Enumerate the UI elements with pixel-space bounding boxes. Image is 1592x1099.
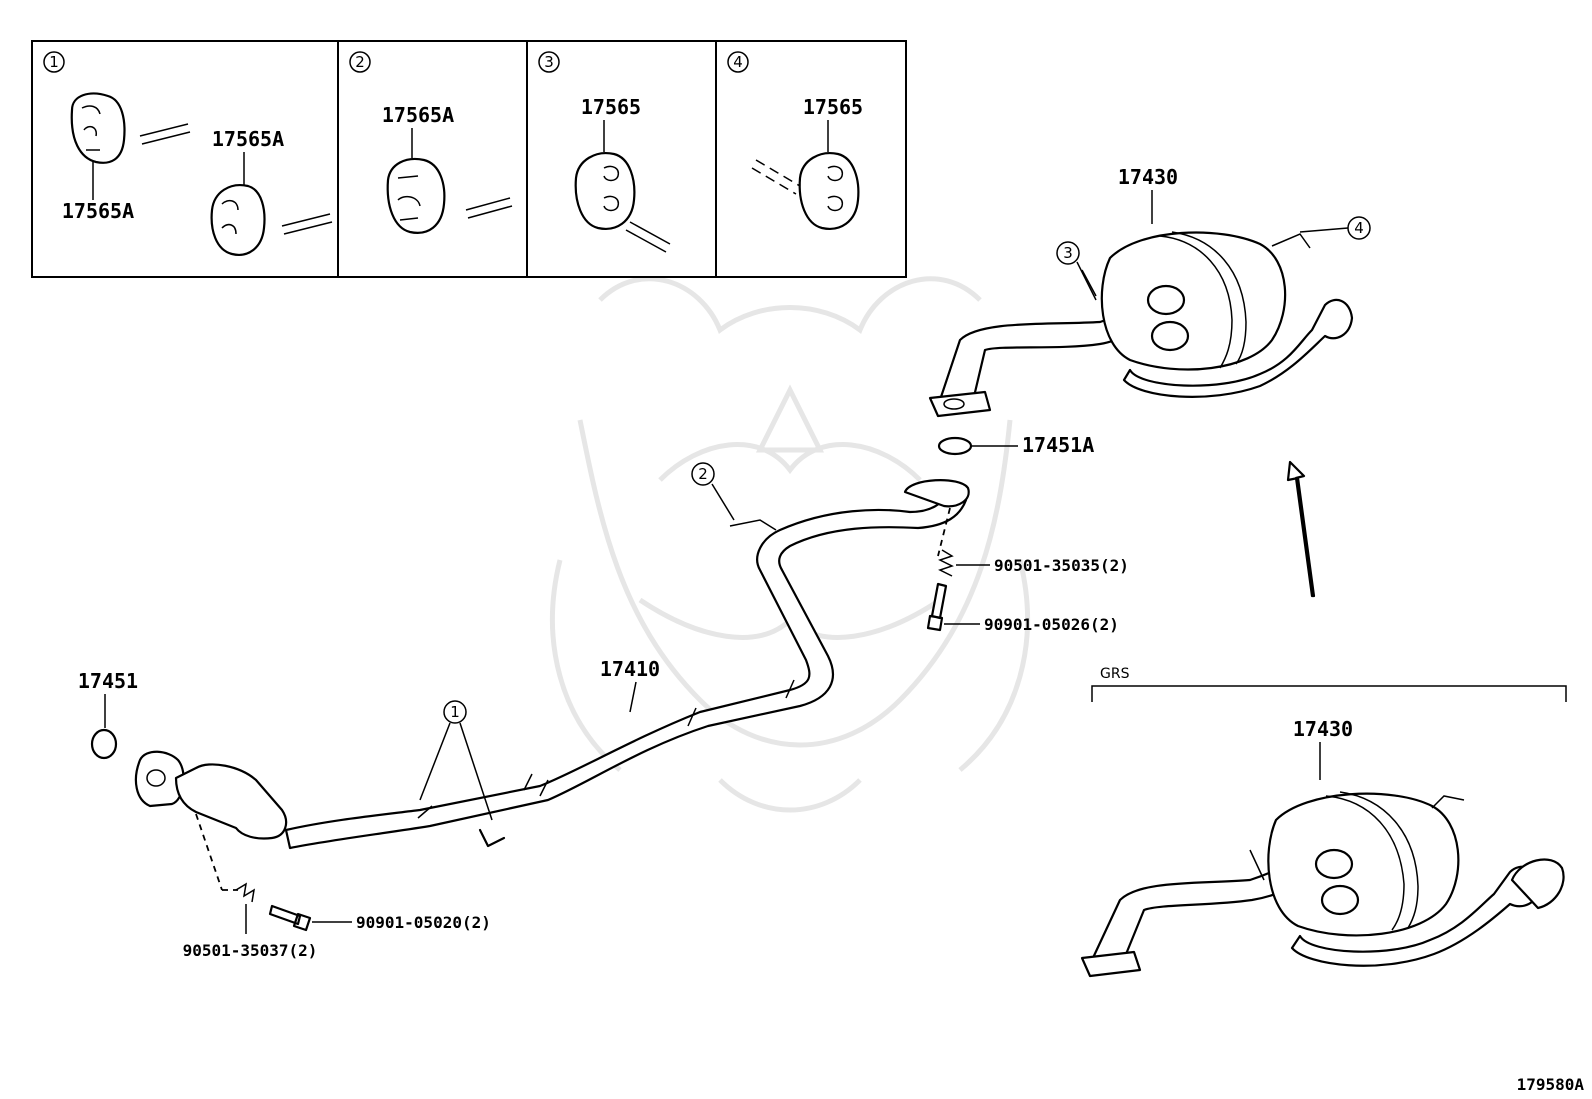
callout-1-pipe: 1 bbox=[450, 703, 460, 721]
part-label-17565A-b: 17565A bbox=[212, 127, 284, 151]
spring-90501-35037 bbox=[235, 882, 256, 903]
callout-17430-main: 17430 bbox=[1118, 165, 1178, 189]
panel-3: 3 17565 bbox=[538, 51, 671, 253]
insulator-drawing bbox=[386, 157, 513, 234]
gasket-17451A bbox=[937, 436, 973, 456]
panel-1: 1 17565A 17565A bbox=[43, 51, 333, 256]
insulator-drawing bbox=[574, 152, 671, 253]
spring-90501-35035 bbox=[938, 549, 954, 577]
muffler-assembly-grs bbox=[1080, 791, 1565, 978]
insulator-drawing bbox=[210, 184, 333, 256]
panel-4-number: 4 bbox=[733, 53, 743, 71]
callout-90901-05020: 90901-05020(2) bbox=[356, 913, 491, 932]
panel-1-number: 1 bbox=[49, 53, 59, 71]
part-label-17565-b: 17565 bbox=[803, 95, 863, 119]
part-label-17565A-a: 17565A bbox=[62, 199, 134, 223]
bolt-90901-05026 bbox=[926, 582, 948, 632]
callout-17430-grs: 17430 bbox=[1293, 717, 1353, 741]
callout-4-main: 4 bbox=[1354, 219, 1364, 237]
panel-4: 4 17565 bbox=[727, 51, 863, 230]
exhaust-pipe-17410 bbox=[284, 479, 970, 850]
callout-90501-35037: 90501-35037(2) bbox=[183, 941, 318, 960]
panel-2-number: 2 bbox=[355, 53, 365, 71]
insulator-drawing bbox=[70, 92, 191, 164]
catalytic-converter bbox=[134, 750, 288, 840]
watermark-emblem bbox=[550, 276, 1030, 813]
callout-17410: 17410 bbox=[600, 657, 660, 681]
insulator-panels: 1 17565A 17565A 2 17565A bbox=[31, 40, 907, 278]
muffler-assembly-main bbox=[928, 231, 1354, 418]
part-label-17565-a: 17565 bbox=[581, 95, 641, 119]
callout-3-main: 3 bbox=[1063, 244, 1073, 262]
bolt-90901-05020 bbox=[268, 904, 312, 932]
callout-90901-05026: 90901-05026(2) bbox=[984, 615, 1119, 634]
callout-17451: 17451 bbox=[78, 669, 138, 693]
callout-90501-35035: 90501-35035(2) bbox=[994, 556, 1129, 575]
part-label-17565A-c: 17565A bbox=[382, 103, 454, 127]
insulator-drawing bbox=[751, 152, 860, 230]
diagram-id: 179580A bbox=[1517, 1075, 1585, 1094]
gasket-17451 bbox=[90, 728, 118, 760]
callout-2-pipe: 2 bbox=[698, 465, 708, 483]
panel-2: 2 17565A bbox=[349, 51, 513, 234]
callout-17451A: 17451A bbox=[1022, 433, 1094, 457]
panel-3-number: 3 bbox=[544, 53, 554, 71]
grs-label: GRS bbox=[1100, 666, 1130, 682]
direction-arrow bbox=[1286, 460, 1316, 598]
hanger-bracket bbox=[478, 828, 506, 848]
grs-variant: GRS 17430 bbox=[1080, 666, 1567, 978]
